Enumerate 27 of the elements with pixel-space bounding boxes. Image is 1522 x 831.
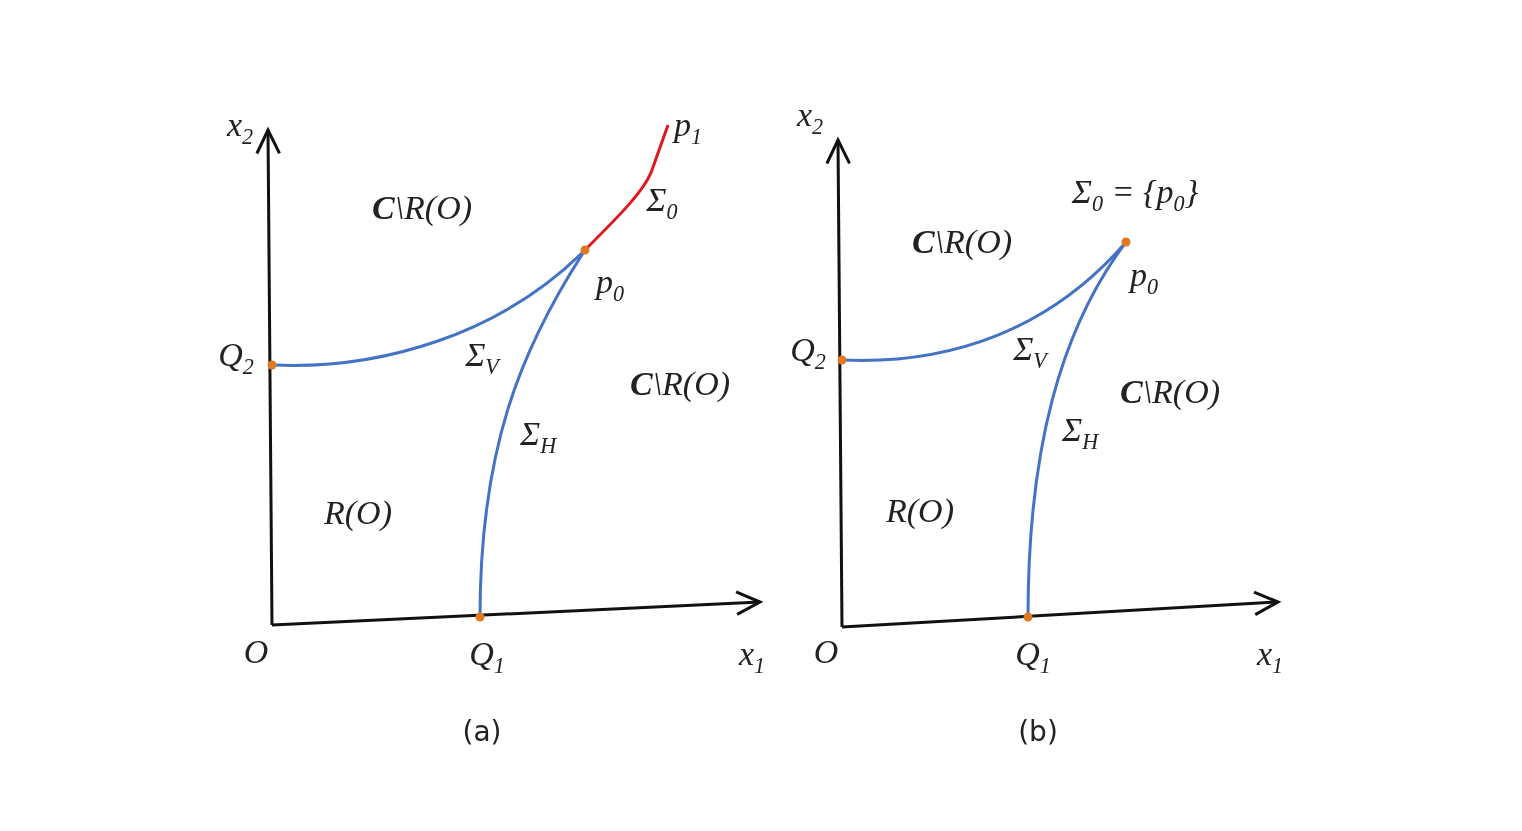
point-label: p$_{0}$ bbox=[596, 265, 624, 305]
region-label: C\R(O) bbox=[629, 367, 731, 401]
point-label: Q$_{2}$ bbox=[218, 338, 254, 378]
point-label: p$_{1}$ bbox=[674, 108, 702, 148]
curve-label: Σ$_{0}$ bbox=[646, 183, 678, 223]
region-label: C\R(O) bbox=[1119, 375, 1221, 409]
axis-label: x$_{1}$ bbox=[1256, 637, 1284, 677]
region-label: R(O) bbox=[324, 496, 392, 530]
point-label: Q$_{1}$ bbox=[1015, 637, 1051, 677]
curve-label: Σ$_{V}$ bbox=[1013, 332, 1047, 372]
point-label: Q$_{2}$ bbox=[790, 333, 826, 373]
axis-label: x$_{2}$ bbox=[796, 98, 824, 138]
point-label: Q$_{1}$ bbox=[469, 637, 505, 677]
curve-label: Σ$_{0}$ = {p$_{0}$} bbox=[1071, 175, 1199, 215]
curve-label: Σ$_{H}$ bbox=[519, 417, 557, 457]
point-label: p$_{0}$ bbox=[1130, 258, 1158, 298]
curve-label: Σ$_{V}$ bbox=[465, 338, 499, 378]
axis-label: x$_{1}$ bbox=[738, 637, 766, 677]
axis-label: x$_{2}$ bbox=[226, 108, 254, 148]
region-label: C\R(O) bbox=[371, 191, 473, 225]
origin-label: O bbox=[243, 635, 269, 669]
panel-label: (a) bbox=[462, 718, 502, 746]
region-label: C\R(O) bbox=[911, 225, 1013, 259]
curve-label: Σ$_{H}$ bbox=[1061, 413, 1099, 453]
region-label: R(O) bbox=[886, 494, 954, 528]
panel-label: (b) bbox=[1018, 718, 1058, 746]
origin-label: O bbox=[813, 635, 839, 669]
